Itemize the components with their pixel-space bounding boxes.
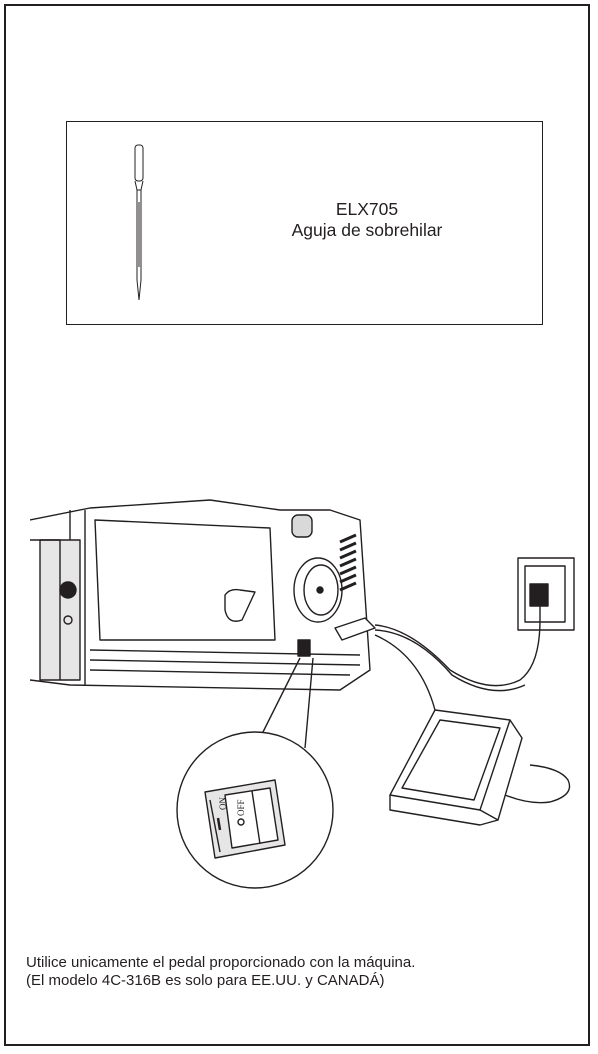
foot-pedal bbox=[389, 709, 511, 811]
page-frame bbox=[4, 4, 590, 1046]
switch-on-label: ON bbox=[218, 797, 228, 810]
wall-outlet bbox=[517, 557, 575, 631]
footer-note-line1: Utilice unicamente el pedal proporcionad… bbox=[26, 954, 416, 971]
switch-off-label: OFF bbox=[236, 799, 246, 816]
needle-illustration bbox=[134, 144, 144, 301]
footer-note-line2: (El modelo 4C-316B es solo para EE.UU. y… bbox=[26, 972, 385, 989]
top-knob bbox=[291, 514, 313, 538]
machine-connection-illustration: ON OFF bbox=[30, 499, 575, 889]
cover-handle bbox=[224, 588, 256, 622]
front-cover bbox=[94, 519, 276, 641]
needle-caption: ELX705 Aguja de sobrehilar bbox=[227, 199, 507, 241]
machine-body bbox=[30, 499, 371, 691]
power-cord bbox=[374, 585, 541, 687]
needle-model: ELX705 bbox=[335, 199, 399, 219]
power-switch-small bbox=[297, 639, 311, 657]
needle-info-box: ELX705 Aguja de sobrehilar bbox=[66, 121, 543, 325]
needle-description: Aguja de sobrehilar bbox=[291, 220, 443, 240]
machine-plug bbox=[334, 617, 376, 641]
footer-note: Utilice unicamente el pedal proporcionad… bbox=[26, 954, 586, 990]
